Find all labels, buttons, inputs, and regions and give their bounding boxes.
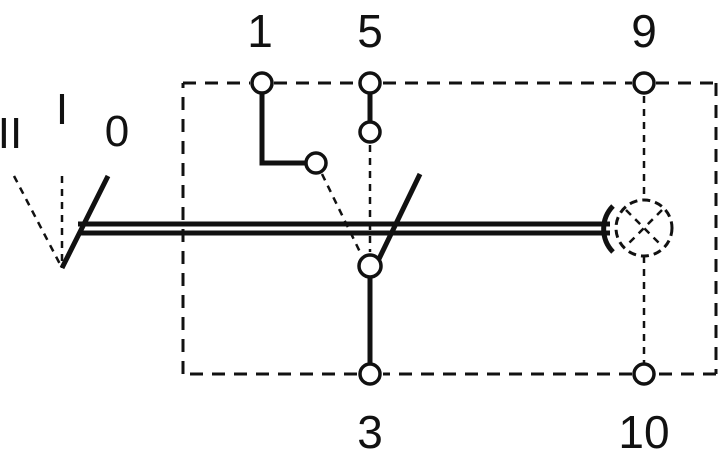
contact-1b [304,151,328,175]
lamp-icon [601,198,674,258]
terminal-9 [632,71,656,95]
position-label-1: I [56,85,68,134]
wire-terminal-1 [259,83,362,253]
terminal-label-1: 1 [247,5,273,57]
terminal-1 [250,71,274,95]
terminal-label-9: 9 [631,5,657,57]
terminal-5 [358,71,382,95]
terminal-10 [632,362,656,386]
contact-common [357,253,383,279]
terminal-3 [358,362,382,386]
position-label-2: II [0,109,22,158]
switch-blade [374,172,423,265]
terminal-label-10: 10 [618,406,669,456]
position-label-0: 0 [105,107,129,156]
terminal-label-3: 3 [357,406,383,456]
actuator-rod [78,221,610,236]
contact-5b [358,120,382,144]
housing-outline [181,81,718,376]
terminal-label-5: 5 [357,5,383,57]
